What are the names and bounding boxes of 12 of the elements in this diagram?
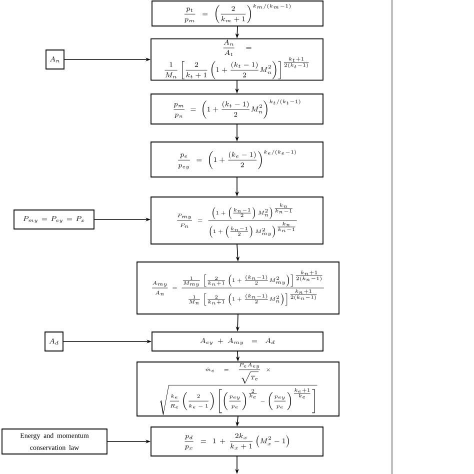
formula-box: $\frac{p_m}{p_n}=\left(1+\frac{(k_t-1)}{2}M_n^2\right)^{k_t/(k_t-1)}$ xyxy=(150,94,324,124)
formula-box: $A_{ey}+A_{my}=A_d$ xyxy=(152,332,324,352)
formula-box: $\frac{P_{my}}{P_n}=\frac{\left(1+\left(\frac{k_n-1}{2}\right)M_n^2\right)^{\frac{k_n}{k_n-1}}}{\left(1+\left(\frac{k_n-1}{2}\right)M_{my}^2\right)^{\frac{k_n}{k_n-1}}}$ xyxy=(150,196,324,244)
formula-box: $\frac{p_e}{p_{ey}}=\left(1+\frac{(k_e-1)}{2}\right)^{k_e/(k_e-1)}$ xyxy=(150,142,324,178)
formula-box: $\frac{A_{my}}{A_n}=\frac{\frac{1}{M_{my}}\left[\frac{2}{k_n+1}\left(1+\frac{(k_n-1)}{2}M_{my}^2\right)\right]^{\frac{k_n+1}{2(k_n-1)}}}{\frac{1}{M_n}\left[\frac{2}{k_n+1}\left(1+\frac{(k_n-1)}{2}M_n^2\right)\right]^{\frac{k_n+1}{2(k_n-1)}}}$ xyxy=(136,262,340,314)
formula-box: $\frac{p_d}{p_x}=1+\frac{2k_x}{k_x+1}\left(M_x^2-1\right)$ xyxy=(150,426,324,456)
formula-box: $\dot{m}_e=\frac{P_e A_{ey}}{\sqrt{T_e}}\times\sqrt{\frac{k_e}{R_e}\left(\frac{2}{k_e-1}\right)\left[\left(\frac{p_{ey}}{p_e}\right)^{\frac{2}{k_e}}-\left(\frac{p_{ey}}{p_e}\right)^{\frac{k_e+1}{k_e}}\right]}$ xyxy=(136,362,340,416)
input-box: $A_d$ xyxy=(44,332,64,352)
formula-box: $\frac{p_t}{p_m}=\left(\frac{2}{k_m+1}\right)^{k_m/(k_m-1)}$ xyxy=(152,0,324,26)
input-box: $A_n$ xyxy=(46,50,64,70)
input-box: $P_{my}=P_{ey}=P_x$ xyxy=(14,210,94,230)
formula-box: $\frac{A_n}{A_t}=\frac{1}{M_n}\left[\frac{2}{k_t+1}\left(1+\frac{(k_t-1)}{2}M_n^2\right)\right]^{\frac{k_t+1}{2(k_t-1)}}$ xyxy=(150,38,324,81)
